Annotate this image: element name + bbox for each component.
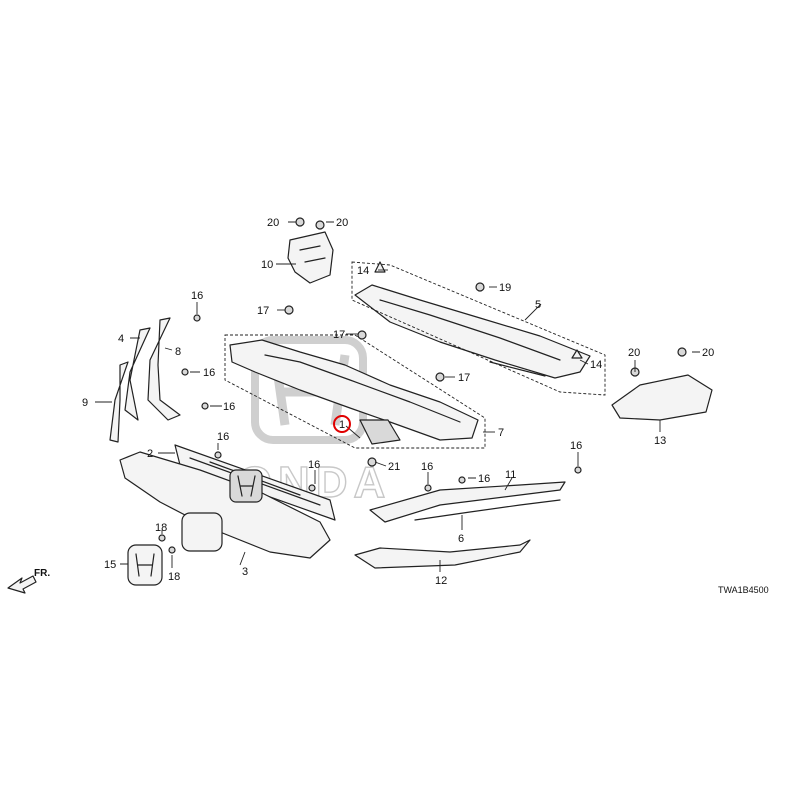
callout-17c: 17	[458, 372, 470, 384]
callout-4: 4	[118, 333, 124, 345]
highlight-circle	[333, 415, 351, 433]
callout-20b: 20	[336, 217, 348, 229]
callout-labels: 1 2 3 4 5 6 7 8 9 10 11 12 13 14 14 15 1…	[82, 217, 714, 587]
part-13-under-cover	[611, 374, 713, 421]
part-4-side-garnish	[124, 327, 151, 421]
part-3-grille	[119, 451, 331, 559]
leader-lines	[95, 221, 700, 572]
callout-13: 13	[654, 435, 666, 447]
callout-14b: 14	[590, 359, 602, 371]
part-5-outline	[351, 261, 606, 396]
callout-17b: 17	[333, 329, 345, 341]
callout-6: 6	[458, 533, 464, 545]
callout-16a: 16	[191, 290, 203, 302]
part-15-emblem	[127, 544, 163, 586]
callout-16f: 16	[421, 461, 433, 473]
callout-16g: 16	[478, 473, 490, 485]
part-12-lower-garnish	[354, 539, 531, 569]
callout-20c: 20	[628, 347, 640, 359]
callout-16d: 16	[217, 431, 229, 443]
callout-12: 12	[435, 575, 447, 587]
callout-21: 21	[388, 461, 400, 473]
callout-18b: 18	[168, 571, 180, 583]
callout-15: 15	[104, 559, 116, 571]
callout-19: 19	[499, 282, 511, 294]
callout-16h: 16	[570, 440, 582, 452]
part-6-strip	[414, 499, 561, 521]
direction-label: FR.	[34, 568, 50, 579]
callout-11: 11	[505, 469, 516, 481]
front-direction-arrow: FR.	[7, 568, 50, 594]
callout-17a: 17	[257, 305, 269, 317]
callout-16e: 16	[308, 459, 320, 471]
part-11-moulding	[369, 481, 566, 523]
callout-9: 9	[82, 397, 88, 409]
callout-18a: 18	[155, 522, 167, 534]
part-9-side-garnish	[109, 361, 129, 443]
part-5-upper-cover	[354, 284, 591, 379]
callout-2: 2	[147, 448, 153, 460]
callout-7: 7	[498, 427, 504, 439]
callout-20a: 20	[267, 217, 279, 229]
diagram-code: TWA1B4500	[718, 585, 769, 595]
callout-16c: 16	[223, 401, 235, 413]
callout-16b: 16	[203, 367, 215, 379]
part-7-support	[229, 339, 479, 445]
part-7-outline	[224, 334, 486, 449]
part-8-side-garnish	[147, 317, 181, 421]
part-10-bracket	[287, 231, 334, 284]
callout-1: 1	[339, 419, 345, 431]
callout-20d: 20	[702, 347, 714, 359]
callout-10: 10	[261, 259, 273, 271]
callout-5: 5	[535, 299, 541, 311]
callout-8: 8	[175, 346, 181, 358]
callout-14a: 14	[357, 265, 369, 277]
callout-3: 3	[242, 566, 248, 578]
